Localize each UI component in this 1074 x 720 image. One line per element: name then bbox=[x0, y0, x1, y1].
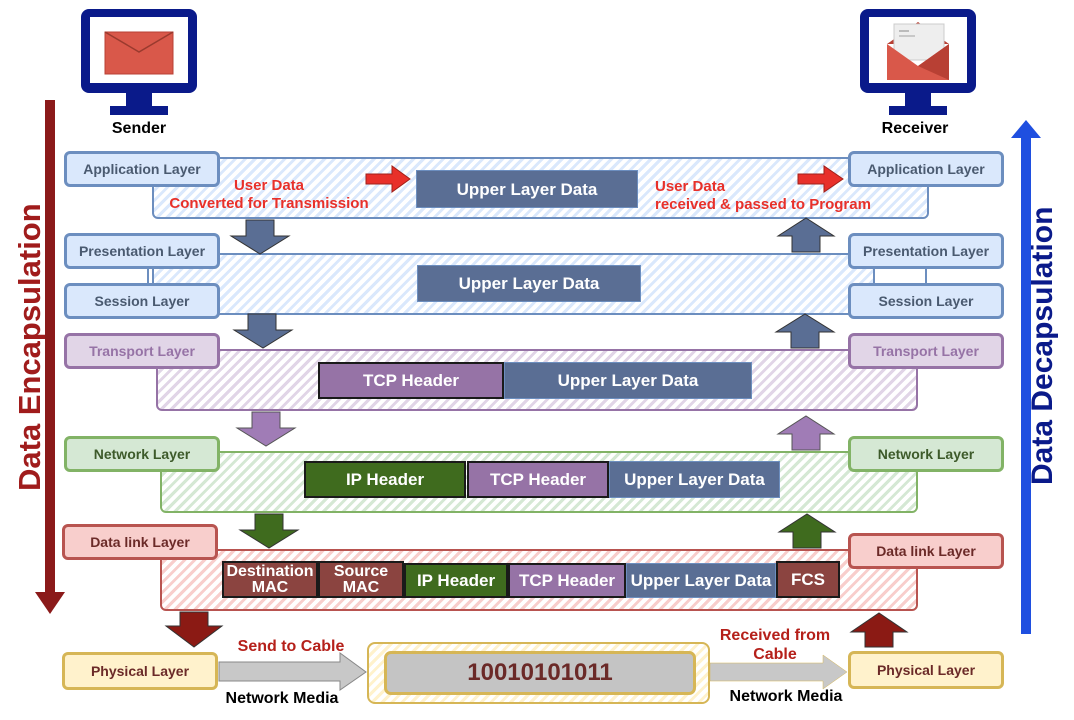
source-mac-line2: MAC bbox=[342, 578, 380, 596]
encapsulation-arrow-icon bbox=[35, 100, 65, 614]
decapsulation-arrow-icon bbox=[1011, 120, 1041, 634]
destination-mac-line2: MAC bbox=[251, 578, 289, 596]
bits-display: 10010101011 bbox=[384, 651, 696, 695]
sender-presentation-layer[interactable]: Presentation Layer bbox=[64, 233, 220, 269]
receiver-network-media-label: Network Media bbox=[729, 688, 843, 705]
datalink-upper-layer-data: Upper Layer Data bbox=[626, 563, 776, 598]
receiver-note-line1: User Data bbox=[655, 178, 726, 195]
sender-session-layer[interactable]: Session Layer bbox=[64, 283, 220, 319]
sender-physical-layer[interactable]: Physical Layer bbox=[62, 652, 218, 690]
app-upper-layer-data: Upper Layer Data bbox=[416, 170, 638, 208]
up-arrow-physical-to-datalink-icon bbox=[849, 612, 909, 648]
receiver-physical-layer[interactable]: Physical Layer bbox=[848, 651, 1004, 689]
receiver-presentation-layer[interactable]: Presentation Layer bbox=[848, 233, 1004, 269]
down-arrow-app-to-pres-icon bbox=[229, 219, 291, 255]
receiver-note: User Data received & passed to Program bbox=[655, 178, 895, 214]
network-ip-header: IP Header bbox=[304, 461, 466, 498]
down-arrow-datalink-to-physical-icon bbox=[164, 611, 224, 648]
up-arrow-datalink-to-network-icon bbox=[777, 513, 837, 549]
datalink-tcp-header: TCP Header bbox=[508, 563, 626, 598]
sender-network-layer[interactable]: Network Layer bbox=[64, 436, 220, 472]
sender-note-line2: Converted for Transmission bbox=[169, 195, 369, 212]
network-tcp-header: TCP Header bbox=[467, 461, 609, 498]
destination-mac: Destination MAC bbox=[222, 561, 318, 598]
sender-monitor-icon bbox=[81, 9, 197, 115]
down-arrow-session-to-transport-icon bbox=[232, 313, 294, 349]
down-arrow-network-to-datalink-icon bbox=[238, 513, 300, 549]
sender-note-line1: User Data bbox=[233, 177, 305, 194]
receiver-monitor-icon bbox=[860, 9, 976, 115]
receiver-note-line2: received & passed to Program bbox=[655, 196, 871, 213]
up-arrow-transport-to-session-icon bbox=[774, 313, 836, 349]
receiver-datalink-layer[interactable]: Data link Layer bbox=[848, 533, 1004, 569]
receiver-connector-line bbox=[925, 268, 927, 286]
sender-note: User Data Converted for Transmission bbox=[164, 177, 374, 213]
sender-application-layer[interactable]: Application Layer bbox=[64, 151, 220, 187]
transport-tcp-header: TCP Header bbox=[318, 362, 504, 399]
up-arrow-network-to-transport-icon bbox=[776, 415, 836, 451]
fcs: FCS bbox=[776, 561, 840, 598]
received-line1: Received from bbox=[719, 627, 831, 644]
receiver-transport-layer[interactable]: Transport Layer bbox=[848, 333, 1004, 369]
received-from-cable-label: Received from Cable bbox=[710, 626, 840, 664]
sender-transport-layer[interactable]: Transport Layer bbox=[64, 333, 220, 369]
transport-band bbox=[156, 349, 918, 411]
transport-upper-layer-data: Upper Layer Data bbox=[504, 362, 752, 399]
sender-network-media-label: Network Media bbox=[225, 690, 339, 707]
receiver-session-layer[interactable]: Session Layer bbox=[848, 283, 1004, 319]
source-mac: Source MAC bbox=[318, 561, 404, 598]
received-line2: Cable bbox=[753, 646, 797, 663]
receiver-network-layer[interactable]: Network Layer bbox=[848, 436, 1004, 472]
sender-connector-line bbox=[147, 268, 149, 286]
network-upper-layer-data: Upper Layer Data bbox=[609, 461, 780, 498]
source-mac-line1: Source bbox=[333, 562, 389, 580]
down-arrow-transport-to-network-icon bbox=[235, 411, 297, 447]
pres-upper-layer-data: Upper Layer Data bbox=[417, 265, 641, 302]
datalink-ip-header: IP Header bbox=[404, 563, 508, 598]
receiver-application-layer[interactable]: Application Layer bbox=[848, 151, 1004, 187]
send-to-cable-label: Send to Cable bbox=[237, 638, 345, 655]
sender-datalink-layer[interactable]: Data link Layer bbox=[62, 524, 218, 560]
receiver-label: Receiver bbox=[881, 120, 949, 137]
send-to-cable-arrow-icon bbox=[218, 652, 367, 691]
sender-label: Sender bbox=[111, 120, 167, 137]
destination-mac-line1: Destination bbox=[226, 562, 314, 580]
up-arrow-pres-to-app-icon bbox=[776, 217, 836, 253]
